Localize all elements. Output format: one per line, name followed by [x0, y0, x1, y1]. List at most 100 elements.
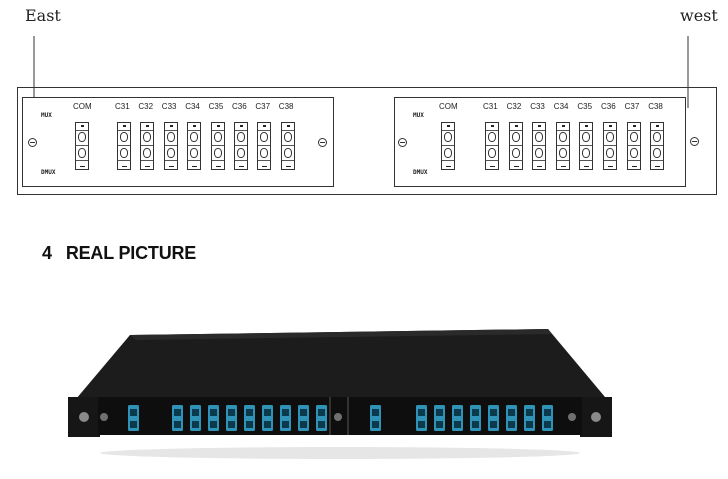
- fiber-port-icon: [606, 132, 614, 142]
- adapter-marker: [192, 166, 198, 167]
- adapter-line: [141, 145, 154, 146]
- adapter-line: [442, 145, 454, 146]
- photo-adapter-port: [418, 421, 425, 428]
- adapter-line: [556, 130, 569, 131]
- photo-adapter-port: [526, 421, 533, 428]
- photo-adapter-port: [508, 409, 515, 416]
- west-label: west: [680, 6, 718, 25]
- adapter-marker: [447, 125, 450, 127]
- fiber-port-icon: [166, 148, 175, 158]
- adapter-line: [211, 130, 224, 131]
- east-label: East: [25, 6, 61, 25]
- fiber-port-icon: [237, 132, 245, 142]
- thumb-screw-icon: [568, 413, 576, 421]
- adapter-line: [627, 130, 640, 131]
- port-label-com: COM: [73, 102, 92, 111]
- fiber-port-icon: [190, 148, 199, 158]
- photo-adapter-port: [300, 421, 307, 428]
- chassis-back-edge: [130, 329, 552, 340]
- fiber-port-icon: [166, 132, 175, 142]
- adapter-line: [627, 160, 640, 161]
- lc-adapter-c35: [210, 122, 225, 170]
- port-label-c33: C33: [530, 102, 545, 111]
- adapter-marker: [262, 166, 268, 167]
- mounting-screw-icon: [28, 138, 37, 147]
- lc-adapter-c33: [532, 122, 547, 170]
- adapter-marker: [561, 125, 565, 127]
- fiber-port-icon: [260, 148, 269, 158]
- adapter-line: [442, 160, 454, 161]
- fiber-port-icon: [78, 132, 86, 142]
- mounting-screw-icon: [318, 138, 327, 147]
- adapter-line: [580, 130, 593, 131]
- lc-adapter-c34: [555, 122, 570, 170]
- adapter-line: [235, 160, 247, 161]
- port-label-c36: C36: [232, 102, 247, 111]
- photo-adapter-port: [130, 409, 137, 416]
- adapter-line: [509, 160, 522, 161]
- fiber-port-icon: [444, 132, 452, 142]
- photo-adapter-port: [454, 409, 461, 416]
- port-label-c31: C31: [115, 102, 130, 111]
- port-label-c37: C37: [255, 102, 271, 111]
- photo-adapter-port: [246, 409, 253, 416]
- adapter-marker: [240, 125, 243, 127]
- port-label-c33: C33: [161, 102, 177, 111]
- adapter-line: [533, 145, 546, 146]
- adapter-line: [442, 130, 454, 131]
- photo-adapter-port: [228, 409, 235, 416]
- thumb-screw-icon: [79, 412, 89, 422]
- photo-adapter-port: [264, 409, 271, 416]
- adapter-line: [651, 130, 664, 131]
- adapter-marker: [145, 166, 151, 167]
- lc-adapter-c32: [140, 122, 155, 170]
- port-label-c34: C34: [185, 102, 200, 111]
- photo-adapter-port: [436, 409, 443, 416]
- fiber-port-icon: [120, 132, 128, 142]
- adapter-line: [556, 160, 569, 161]
- port-label-c31: C31: [483, 102, 498, 111]
- port-label-c38: C38: [648, 102, 663, 111]
- fiber-port-icon: [190, 132, 199, 142]
- adapter-marker: [560, 166, 566, 167]
- adapter-marker: [538, 125, 542, 127]
- adapter-marker: [80, 166, 85, 167]
- fiber-port-icon: [260, 132, 269, 142]
- adapter-line: [580, 145, 593, 146]
- adapter-line: [211, 160, 224, 161]
- adapter-line: [188, 130, 201, 131]
- fiber-port-icon: [653, 132, 662, 142]
- adapter-marker: [584, 166, 590, 167]
- adapter-line: [76, 130, 88, 131]
- photo-adapter-port: [210, 409, 217, 416]
- adapter-line: [258, 145, 271, 146]
- adapter-line: [533, 160, 546, 161]
- photo-adapter-port: [228, 421, 235, 428]
- leader-lines: [33, 36, 689, 108]
- adapter-marker: [215, 166, 221, 167]
- photo-adapter-port: [436, 421, 443, 428]
- lc-adapter-c31: [485, 122, 499, 170]
- lc-adapter-com: [441, 122, 455, 170]
- thumb-screw-icon: [334, 413, 342, 421]
- port-label-com: COM: [439, 102, 458, 111]
- adapter-line: [533, 130, 546, 131]
- fiber-port-icon: [511, 132, 520, 142]
- port-label-c37: C37: [624, 102, 640, 111]
- device-photo: [68, 329, 612, 459]
- adapter-marker: [169, 125, 173, 127]
- port-label-c38: C38: [278, 102, 294, 111]
- fiber-port-icon: [213, 148, 222, 158]
- photo-adapter-port: [526, 409, 533, 416]
- adapter-line: [604, 160, 616, 161]
- fiber-port-icon: [653, 148, 662, 158]
- photo-adapter-port: [192, 409, 199, 416]
- lc-adapter-c34: [187, 122, 202, 170]
- adapter-line: [141, 160, 154, 161]
- photo-adapter-port: [508, 421, 515, 428]
- lc-adapter-c36: [234, 122, 248, 170]
- adapter-line: [76, 145, 88, 146]
- adapter-line: [164, 145, 177, 146]
